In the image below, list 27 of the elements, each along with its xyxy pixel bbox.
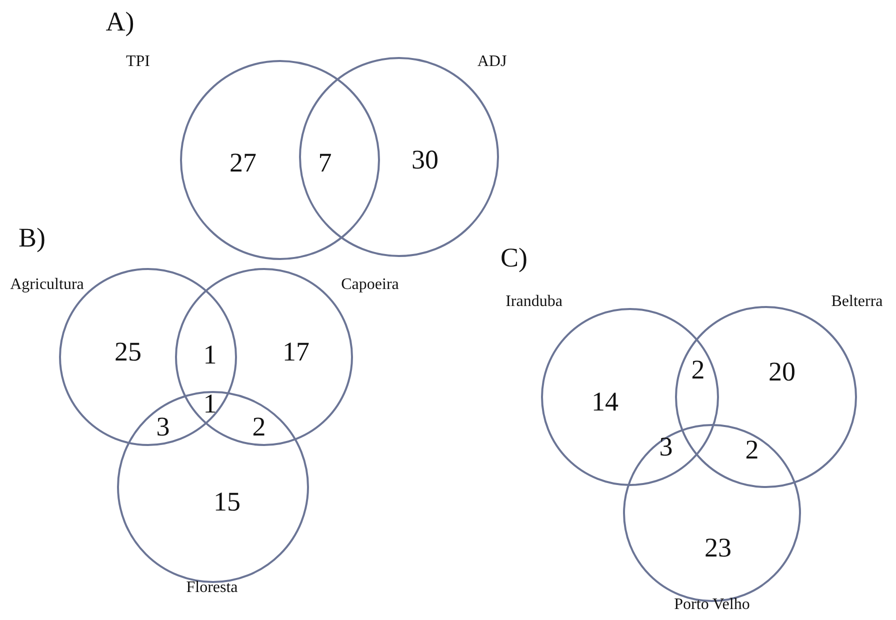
region-count: 1 bbox=[203, 390, 217, 418]
panel-label: A) bbox=[106, 8, 134, 36]
region-count: 20 bbox=[768, 358, 796, 386]
set-label: Capoeira bbox=[341, 277, 399, 293]
region-count: 17 bbox=[282, 338, 310, 366]
panel-label: C) bbox=[500, 244, 528, 272]
region-count: 3 bbox=[156, 414, 170, 440]
set-label: ADJ bbox=[477, 54, 507, 70]
set-label: Agricultura bbox=[10, 277, 84, 293]
region-count: 30 bbox=[412, 146, 438, 174]
set-label: TPI bbox=[126, 54, 150, 70]
region-count: 2 bbox=[691, 356, 705, 384]
region-count: 2 bbox=[745, 436, 759, 464]
region-count: 3 bbox=[659, 434, 673, 460]
region-count: 27 bbox=[230, 150, 256, 176]
region-count: 25 bbox=[114, 338, 142, 366]
set-label: Iranduba bbox=[506, 294, 562, 310]
region-count: 23 bbox=[704, 534, 732, 562]
region-count: 1 bbox=[203, 342, 217, 368]
set-label: Porto Velho bbox=[674, 597, 750, 613]
region-count: 7 bbox=[318, 150, 332, 176]
set-label: Belterra bbox=[831, 294, 883, 310]
region-count: 2 bbox=[252, 414, 266, 440]
region-count: 15 bbox=[214, 488, 240, 516]
panel-label: B) bbox=[18, 224, 46, 252]
region-count: 14 bbox=[592, 388, 618, 416]
set-label: Floresta bbox=[186, 580, 238, 596]
